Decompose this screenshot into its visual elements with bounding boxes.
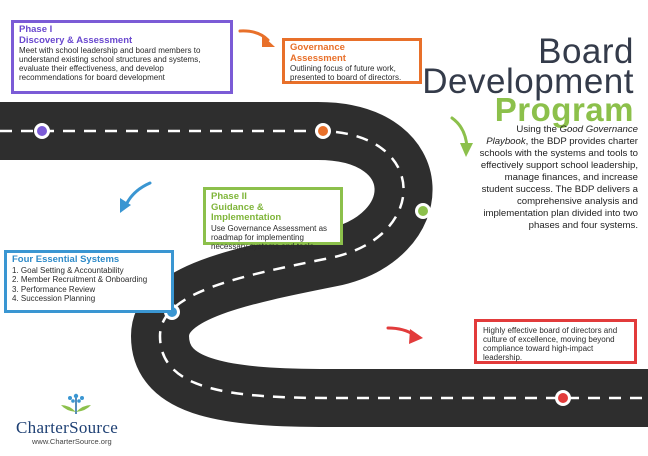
road-surface — [0, 102, 648, 427]
phase1-body: Meet with school leadership and board me… — [19, 46, 201, 82]
page-title-development: Development — [422, 62, 634, 101]
program-description: Using the Good Governance Playbook, the … — [476, 124, 638, 232]
phase2-box: Phase II Guidance & Implementation Use G… — [203, 187, 343, 251]
sprout-logo-icon — [61, 393, 91, 414]
page-title-program: Program — [494, 91, 634, 128]
page-title-board: Board — [538, 32, 634, 71]
phase2-label: Phase II — [211, 191, 247, 202]
phase1-box: Phase I Discovery & Assessment Meet with… — [11, 20, 233, 94]
logo-url: www.CharterSource.org — [32, 437, 112, 446]
phase1-title: Discovery & Assessment — [19, 34, 133, 46]
logo-wordmark: CharterSource — [16, 418, 119, 437]
outcome-body: Highly effective board of directors and … — [483, 326, 618, 362]
governance-assessment-box: Governance Assessment Outlining focus of… — [282, 38, 422, 84]
phase2-title: Guidance & Implementation — [211, 201, 282, 223]
four-systems-box: Four Essential Systems 1. Goal Setting &… — [4, 250, 174, 313]
governance-title-line1: Governance — [290, 42, 345, 53]
milestone-phase1-dot — [34, 123, 50, 139]
list-item: 4. Succession Planning — [12, 294, 96, 303]
governance-title-line2: Assessment — [290, 52, 346, 64]
milestone-phase2-dot — [415, 203, 431, 219]
arrow-orange-icon — [238, 29, 275, 47]
description-rest: , the BDP provides charter schools with … — [479, 136, 638, 231]
milestone-governance-dot — [315, 123, 331, 139]
phase1-label: Phase I — [19, 24, 53, 35]
four-systems-title: Four Essential Systems — [12, 254, 120, 265]
milestone-outcome-dot — [555, 390, 571, 406]
arrow-red-icon — [386, 326, 423, 344]
list-item: 2. Member Recruitment & Onboarding — [12, 275, 148, 284]
governance-body: Outlining focus of future work, presente… — [290, 64, 402, 82]
list-item: 3. Performance Review — [12, 284, 96, 294]
list-item: 1. Goal Setting & Accountability — [12, 265, 124, 275]
phase2-body: Use Governance Assessment as roadmap for… — [211, 223, 328, 251]
description-playbook-title: Good Governance Playbook — [486, 124, 638, 147]
arrow-blue-icon — [120, 181, 152, 213]
outcome-box: Highly effective board of directors and … — [474, 319, 637, 364]
description-intro: Using the — [516, 124, 560, 135]
four-systems-list: 1. Goal Setting & Accountability 2. Memb… — [12, 266, 166, 304]
arrow-green-icon — [450, 116, 473, 157]
